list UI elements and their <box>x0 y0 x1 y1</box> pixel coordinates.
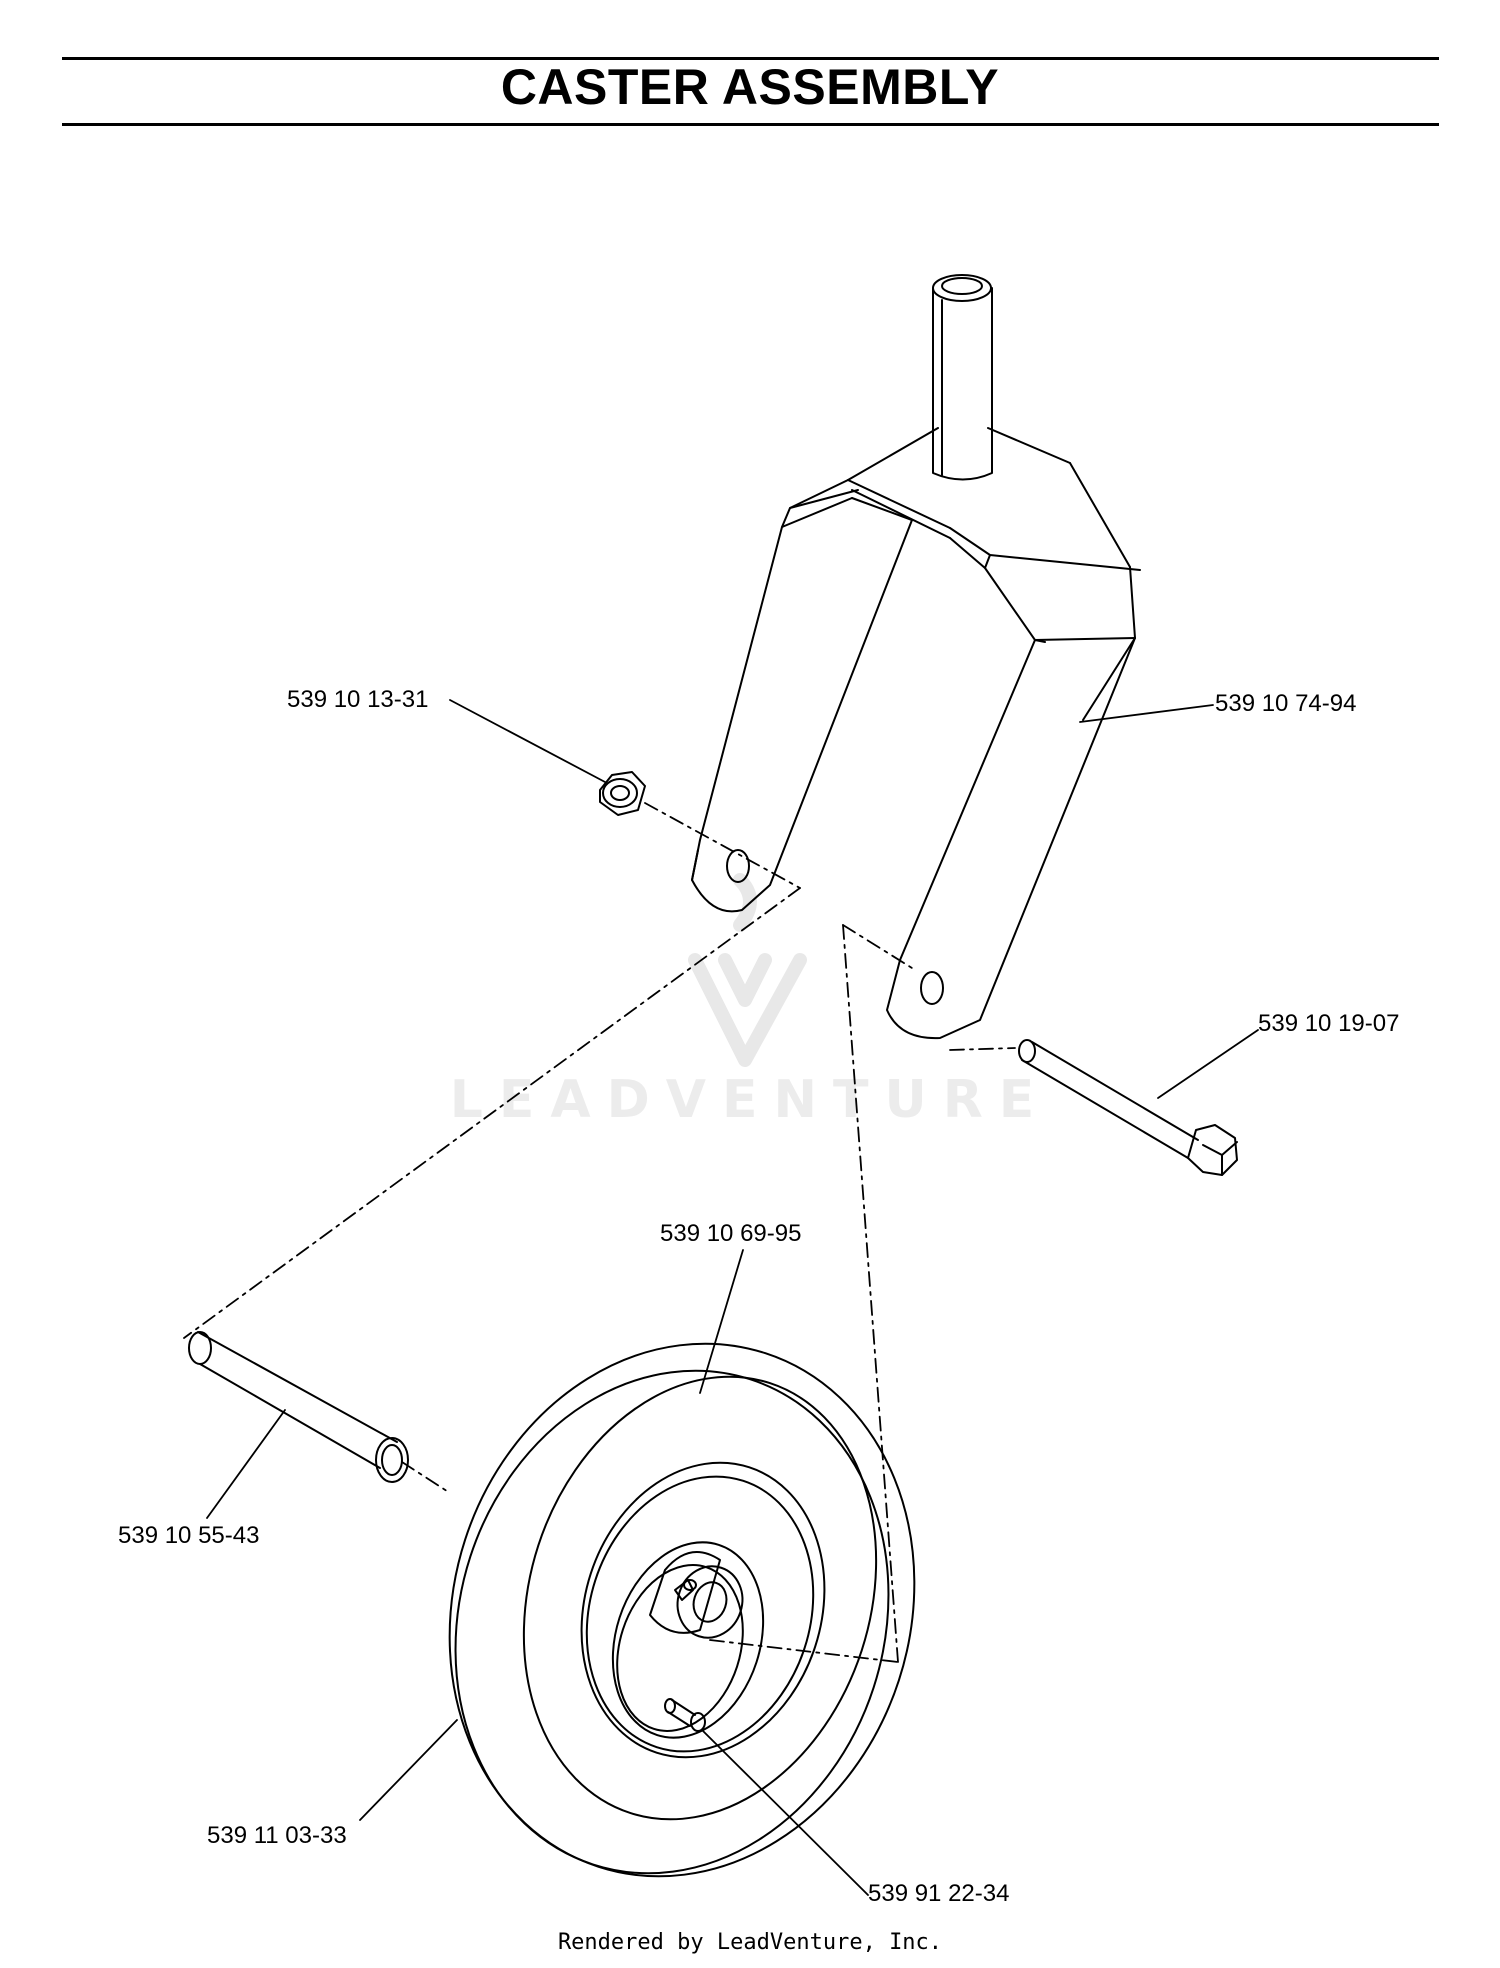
title-rule-bottom <box>62 123 1439 126</box>
footer-credit: Rendered by LeadVenture, Inc. <box>557 1930 943 1955</box>
part-number-tire-wheel[interactable]: 539 10 69-95 <box>660 1220 802 1247</box>
title-rule-top <box>62 57 1439 60</box>
leadventure-logo-icon <box>688 873 807 1067</box>
watermark-text: LEADVENTURE <box>449 1070 1051 1130</box>
leader-lines <box>206 699 1259 1896</box>
tire-and-wheel <box>448 1342 916 1878</box>
part-number-lock-nut[interactable]: 539 10 13-31 <box>287 686 429 713</box>
part-number-tire[interactable]: 539 11 03-33 <box>207 1822 347 1849</box>
caster-fork <box>691 274 1141 1040</box>
part-number-caster-fork[interactable]: 539 10 74-94 <box>1215 690 1357 717</box>
page-title: CASTER ASSEMBLY <box>500 59 1000 115</box>
part-number-spacer-tube[interactable]: 539 10 55-43 <box>118 1522 260 1549</box>
lock-nut <box>599 771 646 816</box>
assembly-guide-lines <box>183 802 1016 1663</box>
spacer-tube <box>188 1331 409 1483</box>
bolt <box>1018 1039 1238 1176</box>
part-number-bolt[interactable]: 539 10 19-07 <box>1258 1010 1400 1037</box>
part-number-grease-fitting[interactable]: 539 91 22-34 <box>868 1880 1010 1907</box>
